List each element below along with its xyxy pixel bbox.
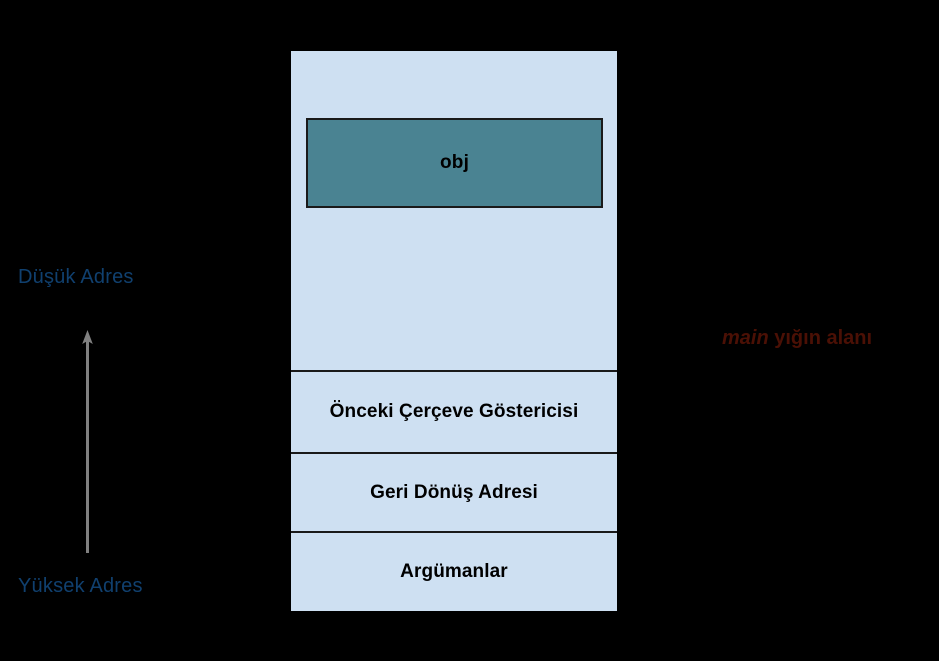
main-stack-area-annotation: main yığın alanı bbox=[722, 327, 872, 350]
stack-cell-label: Önceki Çerçeve Göstericisi bbox=[329, 401, 579, 423]
stack-cell-arguments: Argümanlar bbox=[291, 531, 617, 611]
annotation-rest: yığın alanı bbox=[768, 327, 873, 349]
obj-box-label: obj bbox=[439, 152, 470, 173]
annotation-keyword: main bbox=[722, 327, 769, 349]
low-address-label: Düşük Adres bbox=[18, 266, 134, 288]
obj-box: obj bbox=[306, 118, 603, 208]
stack-cell-previous-frame-pointer: Önceki Çerçeve Göstericisi bbox=[291, 370, 617, 452]
stack-cell-label: Geri Dönüş Adresi bbox=[370, 481, 538, 503]
high-address-label: Yüksek Adres bbox=[18, 575, 143, 597]
stack-cell-return-address: Geri Dönüş Adresi bbox=[291, 452, 617, 531]
up-arrow-icon bbox=[82, 330, 93, 553]
stack-cell-label: Argümanlar bbox=[400, 561, 508, 583]
